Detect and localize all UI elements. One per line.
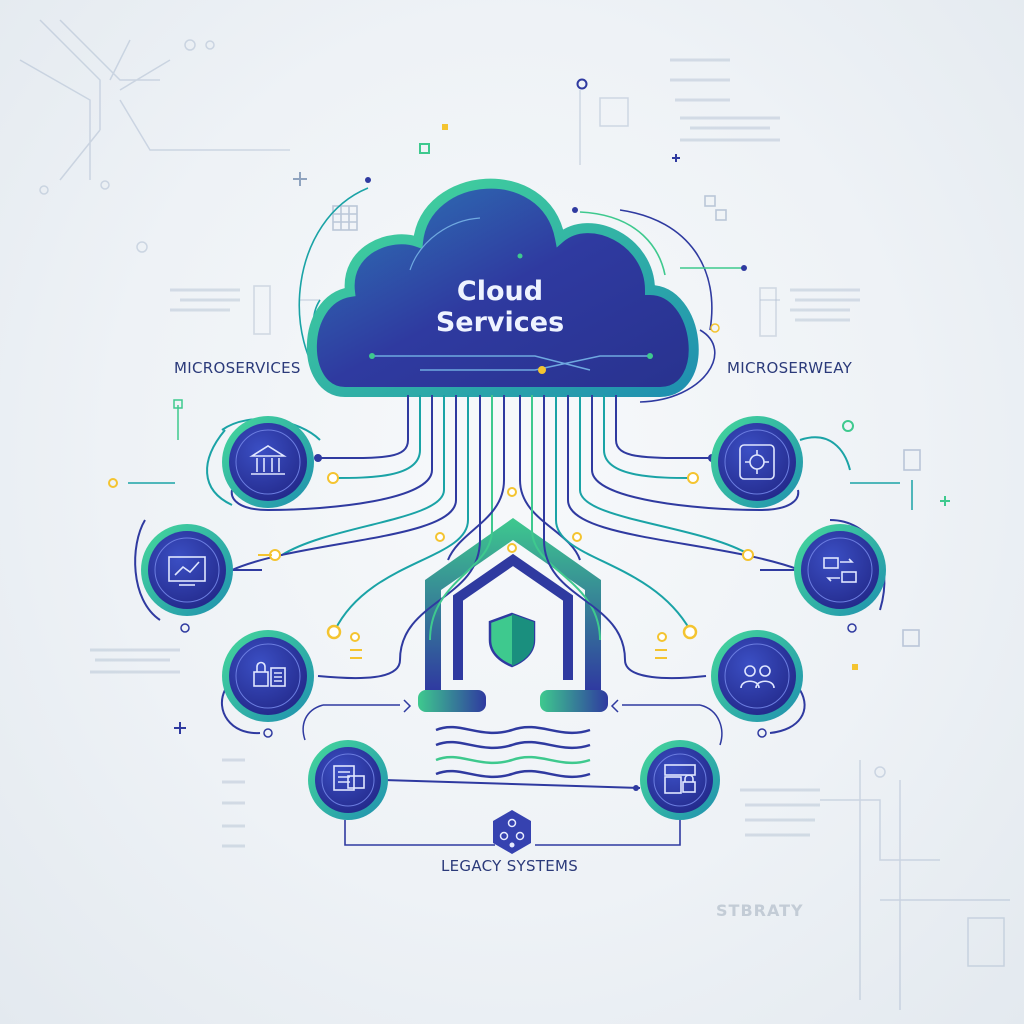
legacy-hexagon-icon [493, 810, 531, 854]
service-node[interactable] [308, 740, 388, 820]
background-text-lines [90, 58, 860, 848]
document-form-icon [333, 765, 365, 791]
service-node[interactable] [222, 630, 314, 722]
network-gear-icon [739, 444, 775, 480]
users-icon [740, 665, 775, 689]
service-node[interactable] [794, 524, 886, 616]
service-node[interactable] [711, 416, 803, 508]
service-node-core [718, 637, 796, 715]
service-node-inner-ring [235, 643, 301, 709]
service-node-inner-ring [321, 753, 375, 807]
label-microserweay: MICROSERWEAY [727, 359, 853, 377]
cloud-title-line1: Cloud [456, 276, 544, 307]
label-microservices: MICROSERVICES [174, 359, 301, 377]
service-node[interactable] [222, 416, 314, 508]
service-node-core [229, 423, 307, 501]
background-circuit-decor [19, 19, 1010, 1010]
service-node-inner-ring [154, 537, 220, 603]
background-small-icons [253, 195, 921, 647]
sparkle-decor [108, 78, 950, 734]
bank-icon [249, 445, 287, 475]
cloud-services-shape [306, 178, 699, 397]
service-node-core [647, 747, 713, 813]
server-lock-icon [664, 764, 696, 794]
cloud-title: Cloud Services [380, 276, 620, 338]
transfer-icon [823, 557, 857, 583]
service-node-core [718, 423, 796, 501]
service-node[interactable] [711, 630, 803, 722]
service-node-inner-ring [724, 429, 790, 495]
service-node[interactable] [640, 740, 720, 820]
service-node-inner-ring [807, 537, 873, 603]
service-node-core [801, 531, 879, 609]
label-faint-corner: STBRATY [716, 901, 804, 920]
dashboard-monitor-icon [168, 556, 206, 586]
label-legacy-systems: LEGACY SYSTEMS [441, 857, 579, 875]
service-node-inner-ring [724, 643, 790, 709]
service-node-inner-ring [235, 429, 301, 495]
gateway-arch [302, 518, 723, 779]
service-nodes [141, 416, 886, 820]
service-node[interactable] [141, 524, 233, 616]
lock-user-icon [253, 661, 286, 687]
cloud-title-line2: Services [435, 307, 565, 338]
service-node-inner-ring [653, 753, 707, 807]
